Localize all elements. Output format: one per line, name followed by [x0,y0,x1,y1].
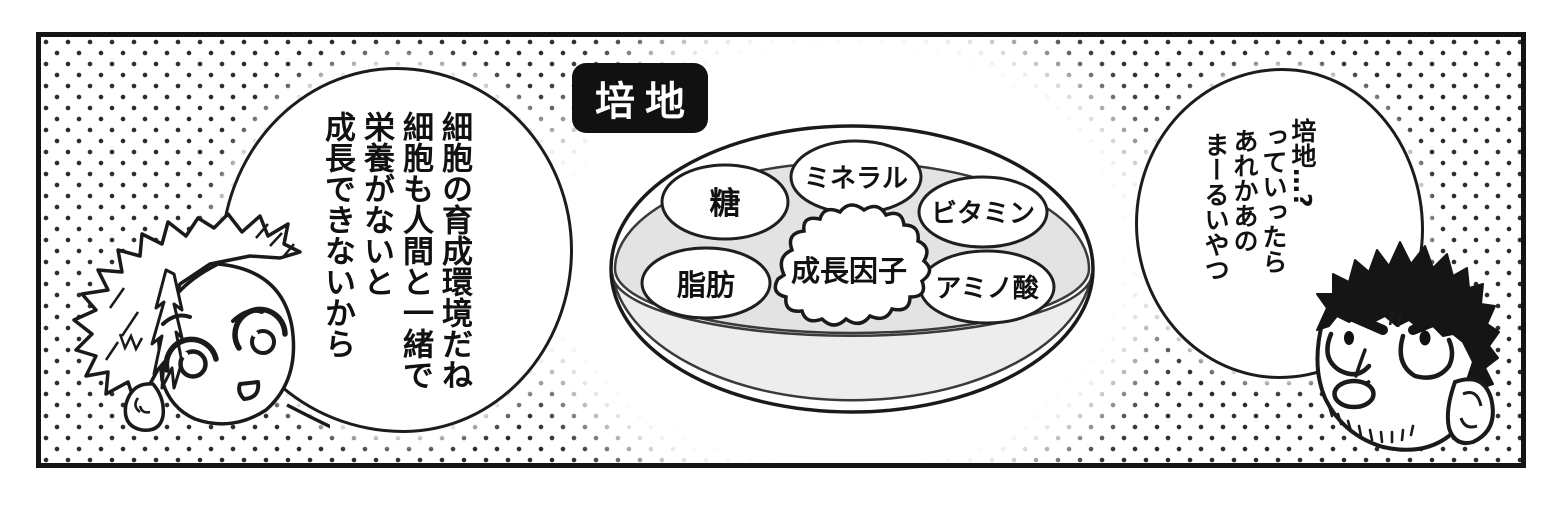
component-amino-acids: アミノ酸 [918,249,1056,325]
man-hair [1316,241,1500,403]
boy-eyebrows [161,308,264,326]
boy-character-illustration [72,212,330,432]
svg-text:成長因子: 成長因子 [791,254,907,288]
speech-line: 成長できないから [319,111,355,359]
boy-mouth [237,380,261,401]
petri-dish-diagram: 糖 ミネラル ビタミン 脂肪 アミノ酸 成長因子 [606,123,1098,427]
boy-shoulder-line [286,403,330,429]
speech-text-left: 細胞の育成環境だね 細胞も人間と一緒で 栄養がないと 成長できないから [313,111,477,456]
svg-text:脂肪: 脂肪 [677,268,735,302]
svg-text:糖: 糖 [710,186,741,222]
speech-line: 細胞の育成環境だね [436,111,472,390]
man-character-illustration [1315,241,1500,452]
svg-text:アミノ酸: アミノ酸 [935,274,1039,304]
svg-text:ビタミン: ビタミン [931,199,1035,229]
man-mouth [1332,378,1376,410]
boy-ear [123,382,166,432]
man-stubble [1327,404,1415,444]
man-eyebrows [1332,303,1472,335]
dish-outline [609,124,1095,414]
speech-text-right: 培地…? っていったら あれかあの まーるいやつ [1199,118,1319,338]
speech-line: っていったら [1259,124,1288,274]
boy-hair-front-tuft [150,223,295,390]
speech-line: 培地…? [1288,118,1317,208]
component-sugar: 糖 [660,163,790,241]
speech-line: あれかあの [1230,128,1259,253]
man-eyes [1325,330,1455,380]
component-fat: 脂肪 [640,246,772,320]
speech-line: まーるいやつ [1201,132,1230,282]
speech-line: 細胞も人間と一緒で [397,111,433,390]
component-minerals: ミネラル [789,139,923,215]
svg-text:ミネラル: ミネラル [804,164,908,194]
comic-panel: 細胞の育成環境だね 細胞も人間と一緒で 栄養がないと 成長できないから 培地…?… [36,32,1526,468]
medium-title-badge: 培地 [572,63,708,133]
speech-line: 栄養がないと [358,111,394,297]
man-ear [1445,377,1495,445]
growth-factor-cloud: 成長因子 [773,203,932,327]
petri-dish-illustration: 糖 ミネラル ビタミン 脂肪 アミノ酸 成長因子 [609,124,1095,414]
component-vitamins: ビタミン [917,175,1049,249]
